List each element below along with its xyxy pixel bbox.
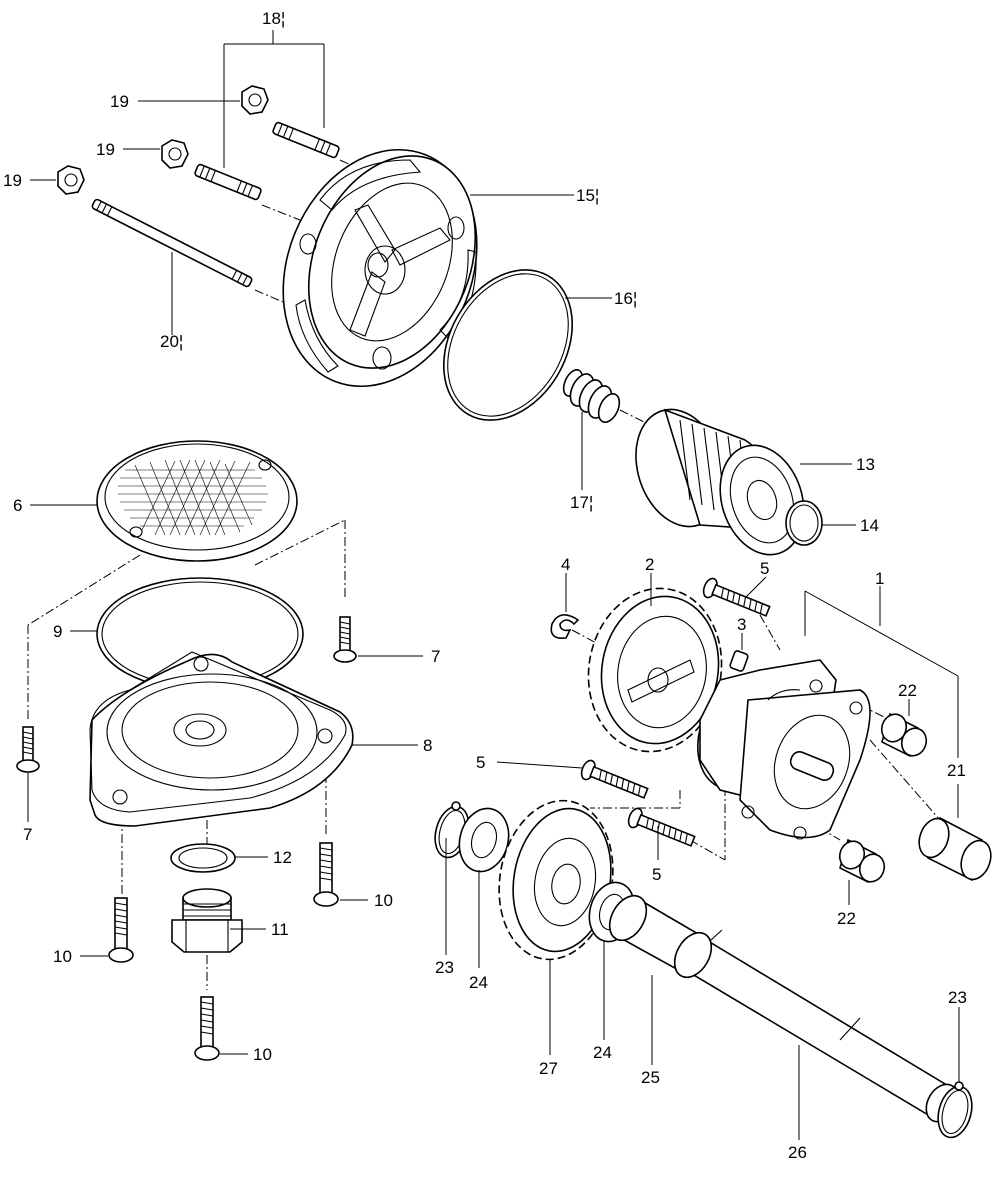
label-part-5-low: 5 [652,865,661,884]
bolt-10-right [313,842,339,907]
circlip-4 [550,614,580,640]
label-part-24-right: 24 [593,1043,612,1062]
label-part-9: 9 [53,622,62,641]
label-part-11: 11 [271,920,289,939]
strainer-screen [96,440,298,562]
bolt-10-left [108,897,134,963]
label-part-5-top: 5 [760,559,769,578]
label-part-10-left: 10 [53,947,72,966]
large-o-ring [442,269,574,421]
label-part-26: 26 [788,1143,807,1162]
nut-top [241,85,269,115]
oil-pump-body [697,659,871,840]
stud-upper [272,121,340,159]
oil-filter-element [635,408,805,556]
dowel-22-top [880,712,928,758]
label-part-12: 12 [273,848,292,867]
spring [562,369,621,423]
label-part-22-bottom: 22 [837,909,856,928]
label-part-8: 8 [423,736,432,755]
label-part-19-top: 19 [110,92,129,111]
label-part-10-bottom: 10 [253,1045,272,1064]
label-part-5-mid: 5 [476,753,485,772]
washer-24-left [458,807,510,873]
bolt-7-left [16,726,40,773]
label-part-6: 6 [13,496,22,515]
label-part-16: 16¦ [614,289,637,308]
label-part-10-right: 10 [374,891,393,910]
screw-5-low [627,807,696,847]
sealing-washer [170,843,236,873]
stud-middle [194,163,262,201]
label-part-14: 14 [860,516,879,535]
screw-5-top [702,577,771,617]
screw-5-mid [580,759,649,799]
shaft-collar [608,894,713,979]
label-part-19-left: 19 [3,171,22,190]
label-part-25: 25 [641,1068,660,1087]
label-part-15: 15¦ [576,186,599,205]
label-part-7-right: 7 [431,647,440,666]
label-part-4: 4 [561,555,570,574]
label-part-7-left: 7 [23,825,32,844]
label-part-2: 2 [645,555,654,574]
label-part-17: 17¦ [570,493,593,512]
label-part-23-left: 23 [435,958,454,977]
label-part-18: 18¦ [262,9,285,28]
nut-left [57,165,85,195]
label-part-22-top: 22 [898,681,917,700]
pin [729,650,749,672]
label-part-1: 1 [875,569,884,588]
label-part-19-middle: 19 [96,140,115,159]
dowel-21 [918,816,992,882]
nut-middle [161,139,189,169]
filter-o-ring [785,500,823,546]
drain-plug [171,888,243,953]
bolt-7-right [333,616,357,663]
circlip-23-right [937,1081,973,1139]
label-part-3: 3 [737,615,746,634]
label-part-13: 13 [856,455,875,474]
label-part-24-left: 24 [469,973,488,992]
label-part-20: 20¦ [160,332,183,351]
label-part-27: 27 [539,1059,558,1078]
label-part-23-right: 23 [948,988,967,1007]
bolt-10-bottom [194,996,220,1061]
leader-lines [27,30,960,1140]
dowel-22-bottom [838,838,886,884]
label-part-21: 21 [947,761,966,780]
callout-labels: 18¦ 19 19 19 15¦ 16¦ 20¦ 13 17¦ 6 14 4 2… [3,9,967,1162]
long-stud [91,198,253,288]
filter-cover [282,148,478,388]
strainer-cover [89,651,354,827]
